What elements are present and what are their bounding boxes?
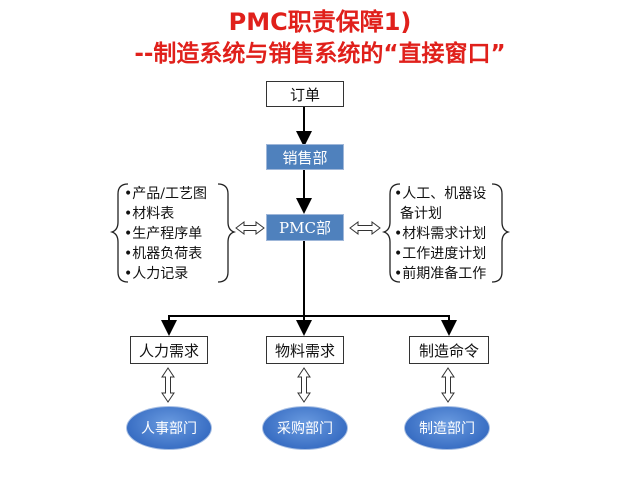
mfg-order-box: 制造命令 xyxy=(409,336,489,364)
list-item: •人工、机器设 xyxy=(394,186,487,202)
page-title: PMC职责保障1) xyxy=(228,8,412,36)
right-list-close-brace xyxy=(491,183,511,283)
double-arrow-right xyxy=(349,221,381,235)
list-item: •材料表 xyxy=(124,206,175,222)
double-arrow-left xyxy=(235,221,265,235)
list-item: 备计划 xyxy=(400,206,442,222)
double-arrow-material xyxy=(297,367,311,403)
list-item: •人力记录 xyxy=(124,266,189,282)
page-subtitle: --制造系统与销售系统的“直接窗口” xyxy=(134,41,506,67)
purchase-dept-oval: 采购部门 xyxy=(262,406,348,450)
pmc-dept-box: PMC部 xyxy=(266,214,344,241)
left-brace xyxy=(109,183,129,283)
mfg-dept-oval: 制造部门 xyxy=(404,406,490,450)
list-item: •材料需求计划 xyxy=(394,226,487,242)
list-item: •工作进度计划 xyxy=(394,246,487,262)
list-item: •机器负荷表 xyxy=(124,246,203,262)
hr-need-box: 人力需求 xyxy=(130,336,208,364)
hr-dept-oval: 人事部门 xyxy=(126,406,212,450)
right-list-open-brace xyxy=(381,183,401,283)
list-item: •生产程序单 xyxy=(124,226,203,242)
double-arrow-mfg xyxy=(441,367,455,403)
list-item: •产品/工艺图 xyxy=(124,186,207,202)
pmc-inputs-list: •产品/工艺图 •材料表 •生产程序单 •机器负荷表 •人力记录 xyxy=(124,184,207,284)
double-arrow-hr xyxy=(161,367,175,403)
sales-dept-box: 销售部 xyxy=(266,144,344,170)
pmc-outputs-list: •人工、机器设 备计划 •材料需求计划 •工作进度计划 •前期准备工作 xyxy=(394,184,498,284)
left-list-close-brace xyxy=(217,183,237,283)
material-need-box: 物料需求 xyxy=(266,336,344,364)
order-box: 订单 xyxy=(266,81,344,107)
list-item: •前期准备工作 xyxy=(394,266,487,282)
